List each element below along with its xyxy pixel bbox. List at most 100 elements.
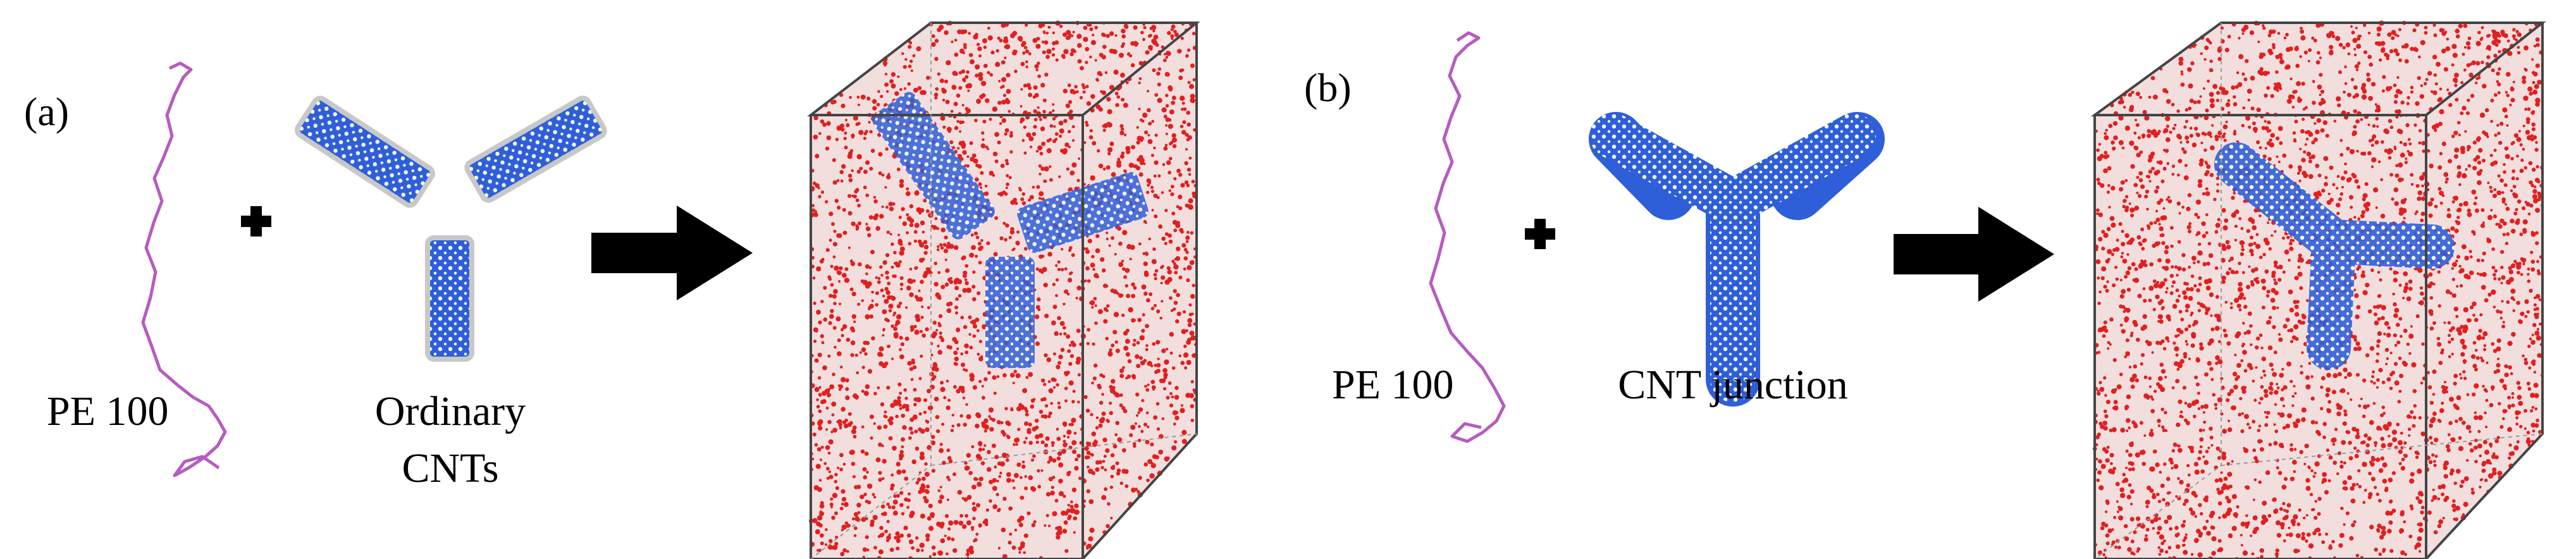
matrix-atom — [1047, 252, 1052, 257]
matrix-atom — [2198, 533, 2203, 538]
matrix-atom — [840, 551, 845, 556]
matrix-atom — [2493, 54, 2498, 58]
matrix-atom — [2164, 410, 2167, 415]
matrix-atom — [2467, 36, 2472, 40]
matrix-atom — [2259, 396, 2264, 401]
matrix-atom — [2472, 392, 2476, 397]
matrix-atom — [2111, 222, 2116, 228]
matrix-atom — [968, 32, 971, 35]
matrix-atom — [2343, 409, 2347, 413]
matrix-atom — [1064, 142, 1069, 147]
matrix-atom — [903, 525, 908, 531]
matrix-atom — [1059, 333, 1063, 336]
matrix-atom — [1185, 148, 1188, 151]
matrix-atom — [2239, 396, 2243, 401]
matrix-atom — [2493, 149, 2497, 152]
matrix-atom — [936, 429, 940, 434]
matrix-atom — [2512, 80, 2515, 83]
matrix-atom — [2136, 176, 2140, 179]
matrix-atom — [853, 393, 858, 399]
matrix-atom — [1085, 121, 1088, 125]
matrix-atom — [2185, 282, 2189, 286]
matrix-atom — [939, 243, 943, 247]
matrix-atom — [2103, 233, 2109, 238]
matrix-atom — [1077, 373, 1081, 377]
matrix-atom — [2516, 137, 2522, 142]
matrix-atom — [1013, 443, 1016, 446]
matrix-atom — [2378, 367, 2383, 372]
matrix-atom — [1112, 329, 1118, 335]
matrix-atom — [856, 226, 860, 230]
matrix-atom — [1185, 329, 1188, 333]
matrix-atom — [1163, 372, 1168, 378]
matrix-atom — [2513, 211, 2518, 216]
matrix-atom — [1056, 364, 1061, 370]
matrix-atom — [1149, 181, 1152, 185]
matrix-atom — [998, 475, 1002, 478]
matrix-atom — [1138, 425, 1141, 428]
matrix-atom — [1037, 484, 1041, 489]
matrix-atom — [2209, 338, 2214, 344]
matrix-atom — [2365, 443, 2370, 448]
matrix-atom — [951, 85, 957, 90]
matrix-atom — [2246, 285, 2250, 290]
matrix-atom — [940, 285, 946, 290]
matrix-atom — [1184, 161, 1188, 166]
matrix-atom — [2227, 35, 2231, 39]
matrix-atom — [2210, 145, 2215, 150]
matrix-atom — [1054, 498, 1059, 503]
matrix-atom — [987, 71, 990, 75]
matrix-atom — [2472, 314, 2475, 317]
matrix-atom — [2233, 130, 2237, 133]
matrix-atom — [2484, 108, 2489, 113]
matrix-atom — [898, 301, 903, 305]
matrix-atom — [2429, 436, 2432, 440]
matrix-atom — [873, 496, 877, 499]
matrix-atom — [963, 271, 968, 276]
matrix-atom — [2424, 82, 2427, 85]
matrix-atom — [2479, 486, 2482, 489]
matrix-atom — [1071, 253, 1075, 257]
matrix-atom — [1033, 118, 1038, 121]
matrix-atom — [817, 421, 821, 424]
matrix-atom — [1046, 357, 1052, 362]
matrix-atom — [2393, 333, 2397, 338]
matrix-atom — [1016, 462, 1021, 467]
matrix-atom — [1151, 209, 1154, 212]
matrix-atom — [1094, 273, 1099, 278]
matrix-atom — [2320, 89, 2325, 94]
matrix-atom — [896, 469, 902, 475]
matrix-atom — [2433, 33, 2437, 37]
matrix-atom — [2467, 318, 2471, 323]
matrix-atom — [860, 449, 865, 454]
matrix-atom — [2442, 28, 2445, 32]
matrix-atom — [2198, 428, 2203, 433]
matrix-atom — [2194, 212, 2198, 217]
matrix-atom — [2135, 378, 2139, 383]
matrix-atom — [2472, 341, 2477, 345]
matrix-atom — [953, 384, 957, 389]
matrix-atom — [2480, 223, 2486, 228]
matrix-atom — [2219, 86, 2223, 90]
matrix-atom — [2417, 190, 2423, 195]
matrix-atom — [2107, 249, 2112, 254]
matrix-atom — [2496, 338, 2501, 343]
matrix-atom — [2533, 44, 2537, 48]
matrix-atom — [959, 513, 963, 518]
panel-label-b: (b) — [1304, 65, 1352, 110]
matrix-atom — [2264, 93, 2268, 98]
matrix-atom — [875, 457, 881, 463]
matrix-atom — [946, 552, 949, 556]
matrix-atom — [942, 125, 946, 129]
matrix-atom — [1171, 24, 1176, 29]
matrix-atom — [953, 520, 959, 525]
matrix-atom — [2166, 287, 2169, 290]
matrix-atom — [2123, 310, 2126, 314]
matrix-atom — [2505, 90, 2508, 94]
matrix-atom — [2332, 183, 2336, 187]
matrix-atom — [1119, 481, 1124, 485]
matrix-atom — [847, 412, 852, 416]
matrix-atom — [2354, 453, 2359, 458]
matrix-atom — [995, 61, 1001, 67]
matrix-atom — [851, 135, 854, 139]
